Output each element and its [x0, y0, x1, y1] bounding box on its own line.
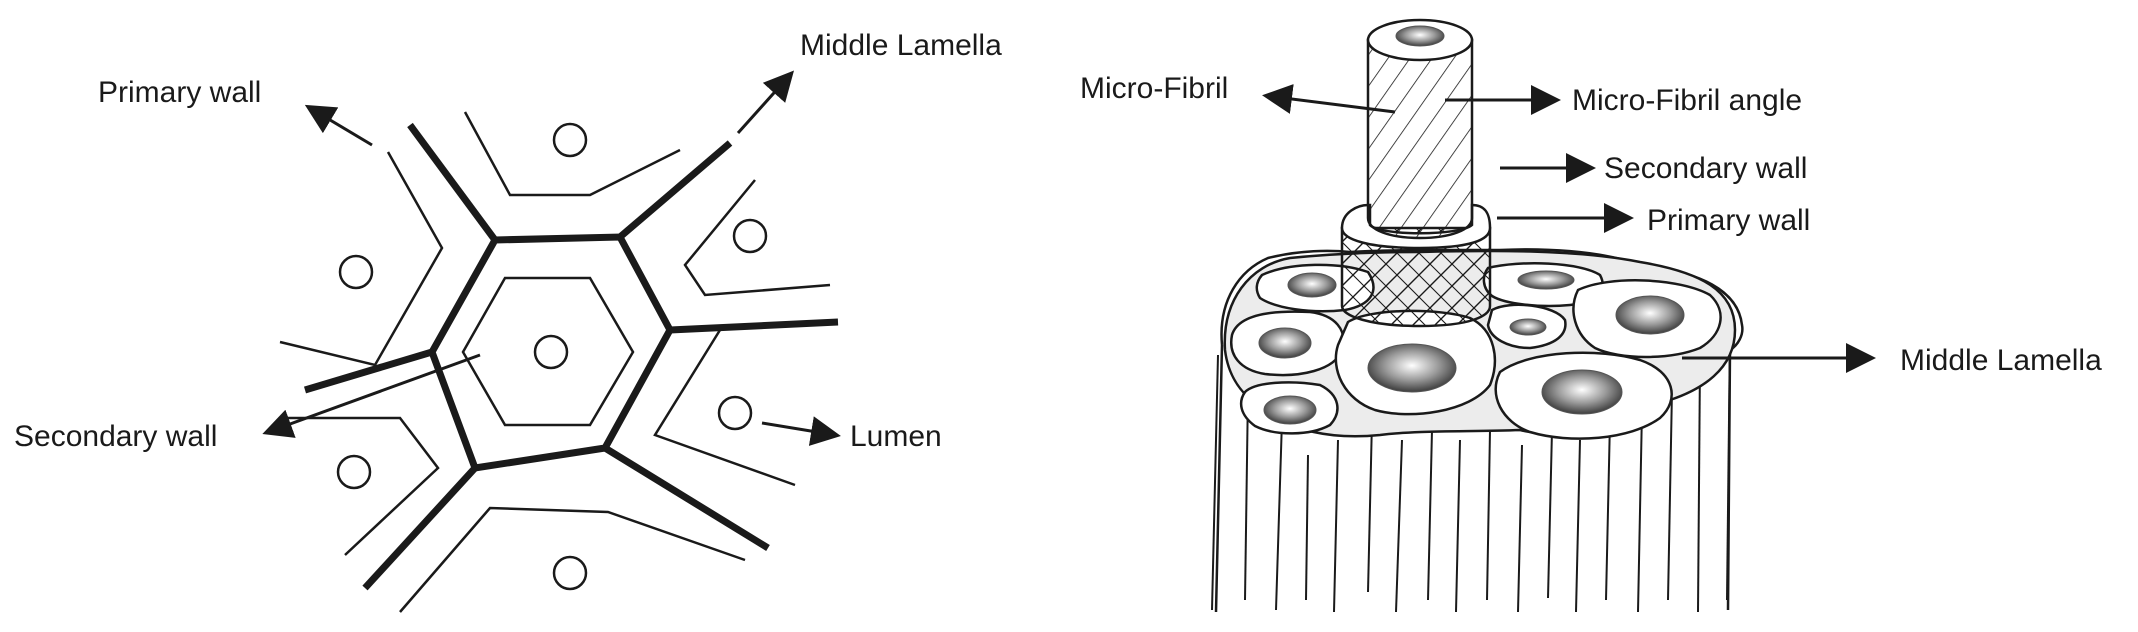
- surrounding-cell-walls: [279, 111, 831, 613]
- fiber-lumens: [1258, 270, 1685, 425]
- primary-wall-collar: [1340, 226, 1492, 328]
- label-micro-fibril-angle: Micro-Fibril angle: [1572, 84, 1802, 117]
- lumen-circles: [336, 122, 768, 591]
- left-leader-arrows: [262, 70, 841, 446]
- central-cell-inner-wall: [461, 276, 635, 427]
- label-primary-wall-left: Primary wall: [98, 76, 261, 109]
- label-middle-lamella-right: Middle Lamella: [1900, 344, 2102, 377]
- cylinder-top-lumen: [1395, 25, 1445, 47]
- fiber-strands: [1211, 329, 1731, 613]
- middle-lamella-spokes: [303, 122, 839, 591]
- label-primary-wall-right: Primary wall: [1647, 204, 1810, 237]
- secondary-wall-cylinder: [1366, 38, 1474, 240]
- label-middle-lamella-left: Middle Lamella: [800, 29, 1002, 62]
- label-lumen: Lumen: [850, 420, 942, 453]
- label-micro-fibril: Micro-Fibril: [1080, 72, 1228, 105]
- right-leader-arrows: [1262, 84, 1876, 373]
- label-secondary-wall-left: Secondary wall: [14, 420, 217, 453]
- fiber-bundle-diagram: Micro-Fibril Micro-Fibril angle Secondar…: [1080, 18, 2102, 613]
- label-secondary-wall-right: Secondary wall: [1604, 152, 1807, 185]
- cross-section-diagram: Middle Lamella Primary wall Secondary wa…: [14, 29, 1002, 613]
